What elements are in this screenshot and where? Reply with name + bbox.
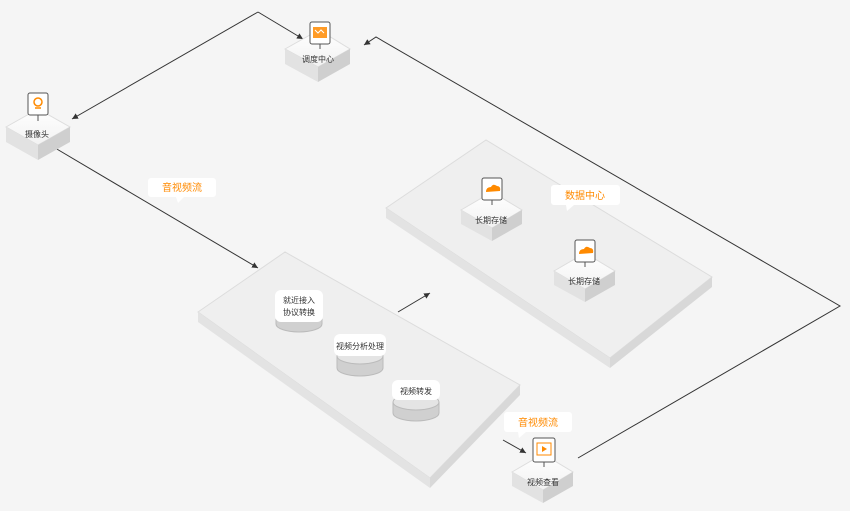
protocol-convert-line2: 协议转换 — [283, 307, 315, 317]
callout-label: 音视频流 — [518, 416, 558, 429]
cloud-storage-icon — [574, 239, 596, 267]
video-viewing-node[interactable]: 视频查看 — [511, 437, 574, 503]
camera-to-edge-arrow — [49, 144, 259, 269]
video-forward-process[interactable]: 视频转发 — [392, 380, 440, 422]
camera-label: 摄像头 — [25, 129, 49, 139]
long-term-storage-node-1[interactable]: 长期存储 — [460, 177, 523, 241]
viewing-to-dispatch-arrow — [363, 36, 841, 459]
dispatch-center-label: 调度中心 — [302, 54, 334, 64]
dispatch-center-node[interactable]: 调度中心 — [283, 21, 351, 82]
storage-label-1: 长期存储 — [475, 215, 507, 225]
camera-node[interactable]: 摄像头 — [4, 92, 72, 160]
nearby-access-line1: 就近接入 — [283, 295, 315, 305]
nearby-access-process[interactable]: 就近接入 协议转换 — [275, 290, 323, 333]
stream-to-viewing-arrow — [502, 439, 527, 454]
callout-label: 音视频流 — [162, 181, 202, 194]
top-to-dispatch-arrow — [257, 11, 304, 40]
audio-video-stream-callout-1: 音视频流 — [148, 178, 216, 203]
video-viewing-label: 视频查看 — [527, 477, 559, 487]
cloud-storage-icon — [481, 177, 503, 205]
monitor-icon — [309, 21, 331, 49]
storage-label-2: 长期存储 — [568, 276, 600, 286]
dispatch-to-camera-arrow — [71, 11, 259, 120]
camera-icon — [27, 92, 49, 121]
video-analysis-process[interactable]: 视频分析处理 — [334, 334, 386, 377]
edge-to-datacenter-arrow — [397, 292, 431, 313]
data-center-platform — [385, 139, 713, 368]
data-center-label: 数据中心 — [565, 189, 605, 202]
data-center-callout: 数据中心 — [551, 185, 620, 211]
connections — [49, 11, 841, 459]
video-analysis-label: 视频分析处理 — [336, 341, 384, 351]
video-player-icon — [532, 437, 556, 467]
video-forward-label: 视频转发 — [400, 386, 432, 396]
audio-video-stream-callout-2: 音视频流 — [504, 412, 572, 438]
long-term-storage-node-2[interactable]: 长期存储 — [553, 239, 616, 302]
